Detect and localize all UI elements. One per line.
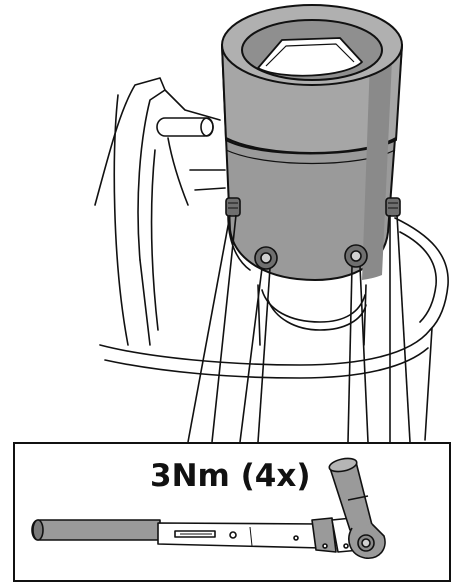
torque-label: 3Nm (4x): [150, 458, 311, 494]
fastener-front-right: [344, 244, 368, 268]
torque-inset: 3Nm (4x): [13, 442, 451, 582]
fastener-left: [225, 197, 241, 217]
machine-base: [94, 77, 449, 441]
leader-lines: [187, 214, 411, 443]
fastener-right: [385, 197, 401, 217]
fastener-front-left: [254, 246, 278, 270]
fasteners: [225, 197, 401, 270]
cylinder-housing: [221, 4, 403, 281]
torque-wrench-icon: [31, 457, 386, 559]
